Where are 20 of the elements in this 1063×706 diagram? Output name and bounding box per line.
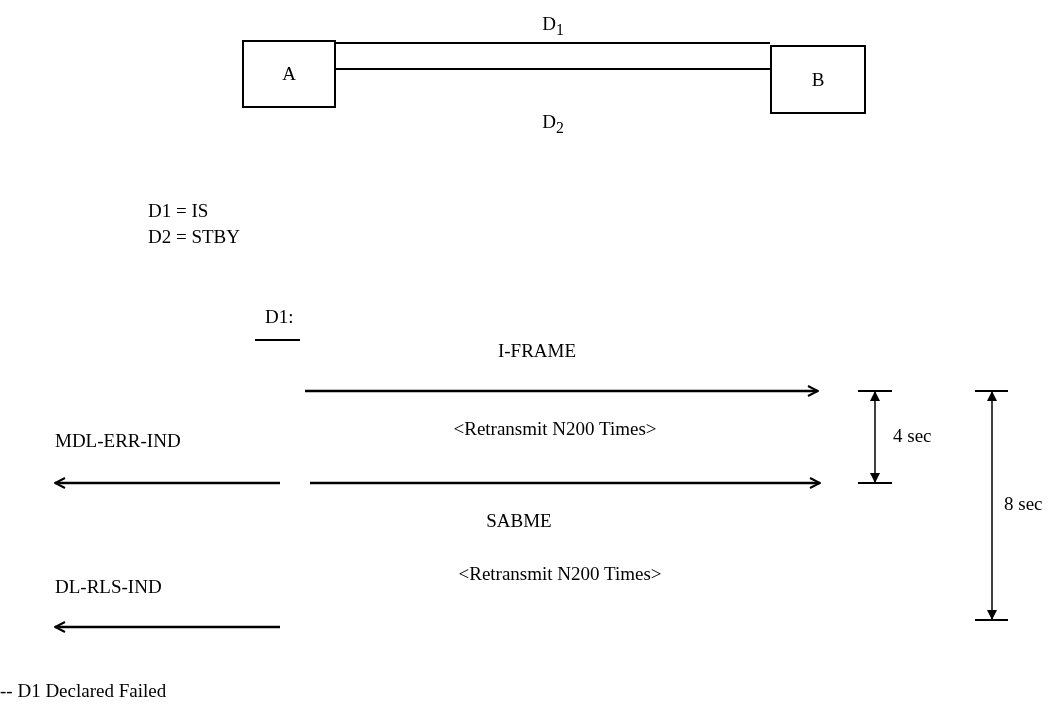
edge-label: D$_{2}$ (542, 112, 564, 137)
indication-label: DL-RLS-IND (55, 577, 162, 598)
definition-text: D2 = STBY (148, 227, 240, 248)
node-label: B (811, 68, 825, 91)
node-box (770, 45, 866, 114)
node-box (242, 40, 336, 108)
connector-line (335, 42, 771, 44)
retransmit-note: <Retransmit N200 Times> (453, 419, 657, 440)
duration-label: 4 sec (893, 426, 932, 447)
note-text: -- D1 Declared Failed (0, 681, 167, 702)
link-label: D1: (265, 307, 294, 328)
message-label: SABME (486, 511, 552, 532)
indication-label: MDL-ERR-IND (55, 431, 181, 452)
message-label: I-FRAME (497, 341, 577, 362)
edge-label: D$_{1}$ (542, 14, 564, 39)
node-label: A (282, 63, 296, 85)
definition-text: D1 = IS (148, 201, 209, 222)
connector-line (335, 68, 771, 70)
duration-label: 8 sec (1004, 494, 1043, 515)
retransmit-note: <Retransmit N200 Times> (458, 564, 662, 585)
